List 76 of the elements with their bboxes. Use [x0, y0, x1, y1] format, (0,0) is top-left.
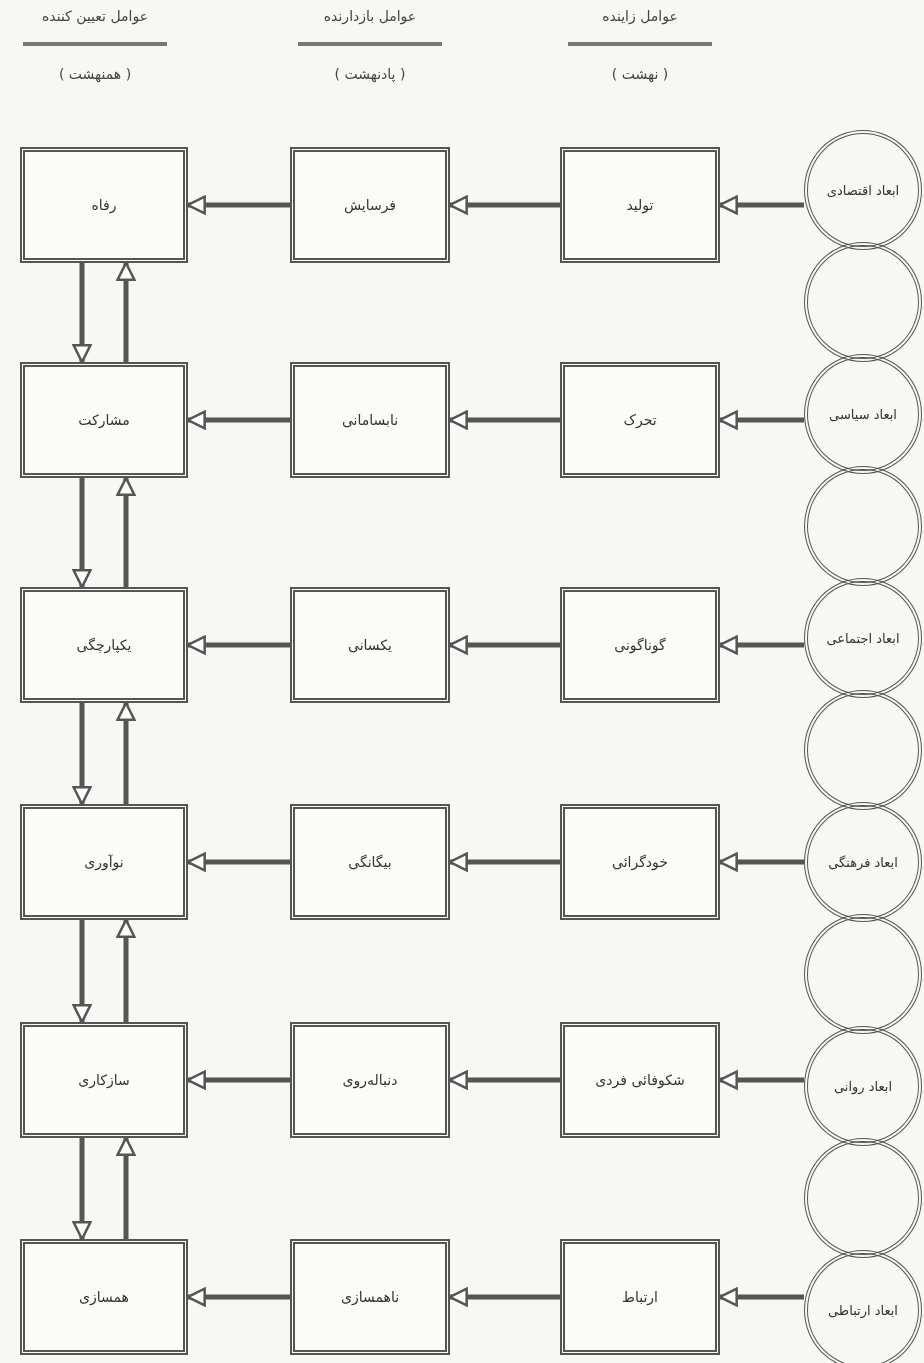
arrow [186, 1287, 290, 1307]
node-label: فرسایش [343, 197, 397, 213]
arrow [448, 195, 560, 215]
process-box [290, 147, 450, 263]
node-label: شکوفائی فردی [595, 1072, 685, 1088]
column-heading: عوامل تعیین کننده [42, 8, 148, 24]
process-box [290, 587, 450, 703]
node-label: نابسامانی [341, 412, 399, 428]
arrow [186, 1070, 290, 1090]
process-box [20, 1239, 188, 1355]
node-label: بیگانگی [348, 854, 392, 870]
arrow [72, 478, 92, 589]
process-box [20, 804, 188, 920]
arrow [448, 1070, 560, 1090]
process-box [20, 147, 188, 263]
process-box [20, 587, 188, 703]
column-heading: عوامل زاینده [602, 8, 678, 24]
process-box [560, 587, 720, 703]
arrow [186, 852, 290, 872]
arrow [186, 410, 290, 430]
node-label: ناهمسازی [340, 1289, 400, 1305]
process-box [560, 147, 720, 263]
node-label: خودگرائی [612, 854, 668, 870]
arrow [186, 635, 290, 655]
arrow [448, 635, 560, 655]
node-label: ابعاد سیاسی [829, 406, 897, 422]
column-subheading: ( همنهشت ) [58, 66, 132, 82]
process-box [290, 362, 450, 478]
node-label: ابعاد ارتباطی [828, 1302, 898, 1318]
node-label: گوناگونی [614, 637, 666, 653]
arrow [72, 920, 92, 1024]
arrow [718, 1287, 804, 1307]
node-label: سازکاری [78, 1072, 130, 1088]
arrow [448, 1287, 560, 1307]
process-box [290, 1239, 450, 1355]
process-box [560, 362, 720, 478]
node-label: ابعاد اجتماعی [826, 630, 900, 646]
arrow [72, 1138, 92, 1241]
arrow [116, 918, 136, 1022]
node-label: ابعاد روانی [834, 1078, 892, 1094]
process-box [290, 804, 450, 920]
arrow [186, 195, 290, 215]
process-box [20, 1022, 188, 1138]
arrow [116, 701, 136, 804]
process-box [560, 804, 720, 920]
node-label: دنباله‌روی [342, 1072, 398, 1088]
node-label: یکسانی [348, 637, 392, 653]
arrow [448, 410, 560, 430]
arrow [72, 263, 92, 364]
arrow [116, 476, 136, 587]
node-label: ارتباط [622, 1289, 658, 1305]
process-box [290, 1022, 450, 1138]
arrow [116, 1136, 136, 1239]
arrow [718, 195, 804, 215]
arrow [718, 635, 804, 655]
arrow [116, 261, 136, 362]
node-label: نوآوری [84, 854, 124, 870]
node-label: همسازی [79, 1289, 129, 1305]
process-box [560, 1239, 720, 1355]
process-box [560, 1022, 720, 1138]
node-label: ابعاد فرهنگی [828, 854, 898, 870]
arrow [718, 410, 804, 430]
process-box [20, 362, 188, 478]
arrow [718, 852, 804, 872]
node-label: رفاه [91, 197, 117, 213]
node-label: ابعاد اقتصادی [826, 182, 900, 198]
node-label: مشارکت [78, 412, 130, 428]
arrow [448, 852, 560, 872]
node-label: تحرک [623, 412, 657, 428]
node-label: یکپارچگی [76, 637, 132, 653]
node-label: تولید [626, 197, 654, 213]
column-subheading: ( پادنهشت ) [334, 66, 406, 82]
arrow [718, 1070, 804, 1090]
column-subheading: ( نهشت ) [611, 66, 669, 82]
arrow [72, 703, 92, 806]
column-heading: عوامل بازدارنده [323, 8, 417, 24]
